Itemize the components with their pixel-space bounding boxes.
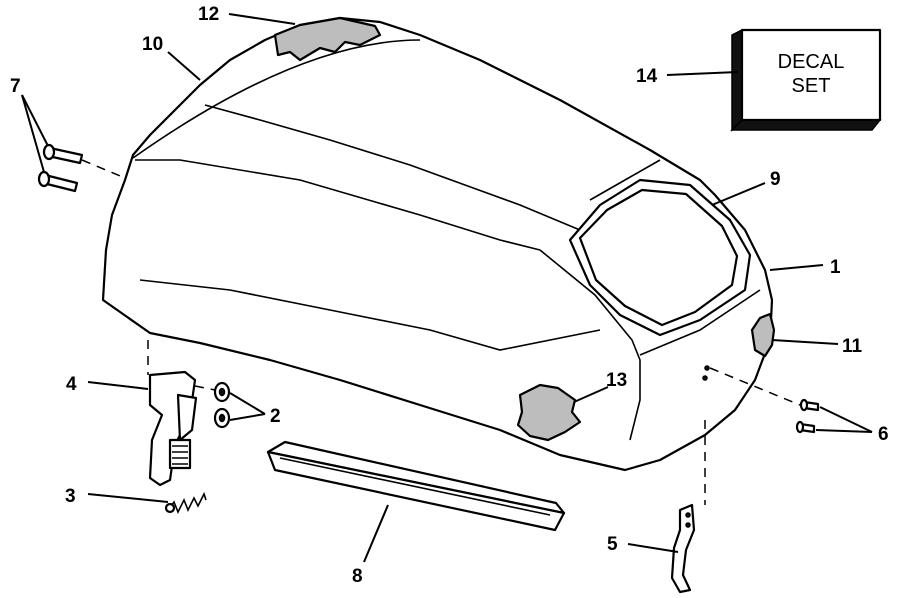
leader-11 xyxy=(771,339,839,345)
seal-strip xyxy=(266,440,566,532)
callout-5: 5 xyxy=(607,534,618,555)
decal-patches xyxy=(273,16,776,442)
leader-12 xyxy=(228,13,296,25)
cover-crease-low xyxy=(139,279,601,351)
cover-front-edge xyxy=(539,249,641,441)
cover-crease-top xyxy=(132,39,421,159)
cover-side-edge xyxy=(639,289,761,356)
cover-crease-mid xyxy=(204,104,641,256)
callout-7: 7 xyxy=(10,76,21,97)
latch-ridges xyxy=(172,445,188,465)
callout-8: 8 xyxy=(352,566,363,587)
motor-cover xyxy=(101,16,774,472)
callout-4: 4 xyxy=(66,374,77,395)
callout-labels: 1 2 3 4 5 6 7 8 9 10 11 12 13 14 xyxy=(10,4,889,587)
bracket-hole-upper xyxy=(685,512,691,518)
cover-rear-edge xyxy=(589,159,661,201)
spring-end xyxy=(164,502,176,514)
leader-10 xyxy=(167,51,201,81)
washer-upper-hole xyxy=(218,387,226,397)
leader-3 xyxy=(87,493,169,503)
leader-4 xyxy=(87,381,149,390)
callout-6: 6 xyxy=(878,424,889,445)
callout-11: 11 xyxy=(842,336,863,357)
seal-strip-groove xyxy=(279,457,551,516)
rivets xyxy=(795,398,820,434)
bracket-hole-lower xyxy=(685,522,691,528)
leader-9 xyxy=(711,182,766,206)
callout-3: 3 xyxy=(65,486,76,507)
latch-assembly xyxy=(148,370,198,487)
leader-6b xyxy=(815,429,873,433)
callout-12: 12 xyxy=(198,4,219,25)
leader-14 xyxy=(666,71,739,76)
hole-dot-1 xyxy=(704,365,710,371)
leader-13 xyxy=(573,386,609,403)
callout-1: 1 xyxy=(830,257,841,278)
spring-coil xyxy=(167,491,207,514)
callout-10: 10 xyxy=(142,34,163,55)
decal-patch-12 xyxy=(273,16,382,62)
bracket xyxy=(670,503,696,594)
cover-window-inner xyxy=(578,188,739,327)
pin-lower-head xyxy=(37,170,51,188)
callout-14: 14 xyxy=(636,66,658,87)
cover-outline xyxy=(101,16,774,472)
guide-lines xyxy=(147,340,801,505)
leader-8 xyxy=(363,504,389,563)
callout-9: 9 xyxy=(770,169,781,190)
pin-upper-head xyxy=(42,143,56,161)
leader-5 xyxy=(627,543,679,553)
decal-box-bottom xyxy=(730,119,882,131)
cover-crease-upper-left xyxy=(135,159,541,251)
pins xyxy=(37,143,126,193)
rivet-upper-head xyxy=(799,398,809,412)
hole-dot-2 xyxy=(702,375,708,381)
decal-box-front xyxy=(740,28,882,122)
rivet-lower-head xyxy=(795,420,805,434)
leader-7b xyxy=(21,94,45,173)
latch-lever xyxy=(176,393,198,442)
leader-2a xyxy=(229,392,266,415)
leader-2b xyxy=(229,413,266,421)
callout-2: 2 xyxy=(270,406,281,427)
leader-lines xyxy=(21,13,873,563)
leader-7a xyxy=(21,94,49,147)
leader-6a xyxy=(819,406,873,433)
decal-box-label-line2: SET xyxy=(792,75,831,97)
decal-patch-13 xyxy=(516,383,582,442)
spring xyxy=(164,491,207,514)
washer-lower-hole xyxy=(218,413,226,423)
callout-13: 13 xyxy=(606,370,627,391)
leader-1 xyxy=(769,264,824,271)
washer-guide-line xyxy=(194,385,216,391)
guide-rivet xyxy=(709,367,801,406)
washers xyxy=(194,381,231,429)
decal-set-box: DECAL SET xyxy=(730,28,882,132)
decal-box-label-line1: DECAL xyxy=(778,51,845,73)
decal-patch-11 xyxy=(750,312,776,358)
bracket-body xyxy=(670,503,696,594)
seal-strip-body xyxy=(266,450,566,532)
pin-guide-line xyxy=(81,159,126,179)
decal-box-side xyxy=(731,28,743,132)
